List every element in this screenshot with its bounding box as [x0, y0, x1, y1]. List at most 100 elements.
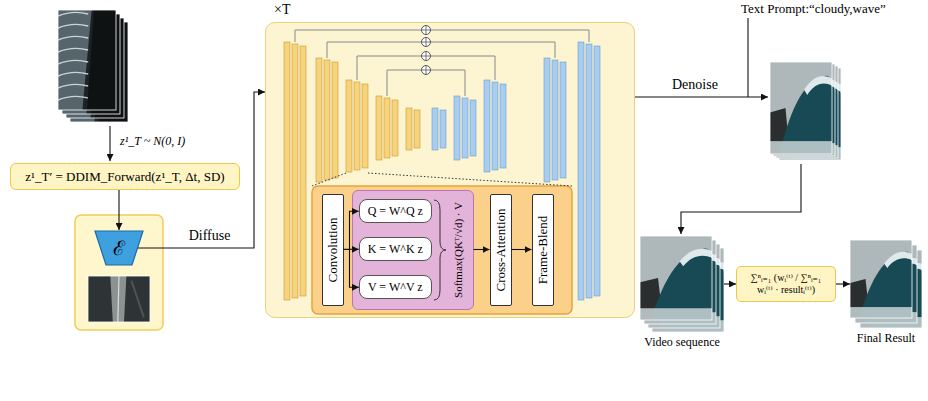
encoder-block: [414, 110, 420, 148]
connector-arrow: [138, 92, 265, 248]
layer-box: Cross-Attention: [490, 194, 512, 306]
connector-arrow: [836, 283, 850, 284]
step-label: Denoise: [672, 77, 718, 94]
node-text: Q = W^Q z: [368, 204, 423, 218]
node-text: V = W^V z: [368, 280, 423, 294]
frame-edge: [58, 10, 116, 110]
prompt-line: [747, 18, 748, 97]
video-frame: [58, 10, 116, 110]
encoder-trapezoid: ℰ: [94, 230, 144, 266]
encoder-block: [376, 96, 382, 160]
unet-panel: ×TConvolutionSoftmax(QKᵀ/√d) · VQ = W^Q …: [265, 22, 635, 318]
frame-edge: [770, 62, 832, 154]
encoder-block: [346, 80, 352, 172]
video-frame: [850, 240, 912, 318]
add-symbol: [422, 38, 431, 47]
rock: [87, 10, 116, 110]
wave-crest: [680, 249, 712, 267]
foam-streak: [58, 36, 88, 40]
projection-box: Q = W^Q z: [359, 199, 432, 223]
foam-streak: [58, 48, 88, 52]
encoder-block: [332, 62, 338, 178]
decoder-block: [560, 62, 566, 178]
foam-streak: [58, 72, 88, 76]
latent-line: [131, 281, 143, 318]
formula-label: z¹_T ~ N(0, I): [120, 134, 185, 148]
node-text: Convolution: [325, 217, 341, 282]
projection-box: V = W^V z: [359, 275, 432, 299]
denoised-frames: [770, 62, 841, 160]
decoder-block: [578, 42, 584, 300]
decoder-block: [594, 46, 600, 296]
foam-streak: [58, 12, 88, 16]
encoder-panel: [75, 215, 163, 330]
foam-streak: [58, 60, 88, 64]
sequence-arrow: [681, 164, 801, 234]
skip-connections: [295, 26, 589, 97]
encoder-block: [300, 46, 306, 296]
decoder-block: [484, 80, 490, 172]
water: [58, 10, 92, 110]
edge-label: Diffuse: [187, 228, 233, 245]
prompt-label: Text Prompt:“cloudy,wave”: [741, 1, 886, 17]
connector-arrow: [118, 190, 119, 230]
frame-ground: [58, 10, 116, 110]
projection-box: K = W^K z: [359, 237, 432, 261]
foam: [770, 141, 832, 154]
denoise-arrow: [635, 96, 768, 97]
decoder-block: [500, 84, 506, 168]
encoder-block: [316, 58, 322, 182]
add-symbol: [422, 52, 431, 61]
node-text: Cross-Attention: [493, 208, 509, 291]
encoder-block: [362, 84, 368, 168]
image-caption: Video sequence: [644, 335, 720, 349]
sky: [640, 236, 712, 320]
encoder-block: [292, 44, 298, 298]
node-text: z¹_T′ = DDIM_Forward(z¹_T, Δt, SD): [25, 169, 224, 185]
frame-edge: [850, 240, 912, 318]
connector-arrow: [474, 249, 490, 250]
node-text: Softmax(QKᵀ/√d) · V: [452, 202, 465, 298]
attention-box: Softmax(QKᵀ/√d) · V Q = W^Q z K = W^K z V =…: [352, 190, 474, 310]
zoom-line: [312, 173, 572, 186]
layer-box: Convolution: [322, 194, 344, 306]
video-frame: [640, 236, 712, 320]
foam: [640, 308, 712, 320]
formula-box: ∑ⁿᵢ₌₁ (wᵢ⁽ᵗ⁾ / ∑ⁿᵢ₌₁ wᵢ⁽ᵗ⁾ · resultᵢ⁽ᵗ⁾): [736, 266, 836, 302]
unet-panel-fill: [265, 22, 635, 318]
add-symbol: [422, 66, 431, 75]
frame-edge: [88, 276, 150, 322]
decoder-block: [492, 82, 498, 170]
attention-block-detail: [312, 186, 572, 314]
encoder-trapezoid-outline: [95, 231, 143, 265]
connector-arrow: [724, 283, 736, 284]
connectors: [119, 92, 850, 287]
frame-edge: [640, 236, 712, 320]
node-text: Frame-Blend: [535, 215, 551, 284]
decoder-block: [544, 58, 550, 182]
foam-streak: [58, 84, 88, 88]
decoder-block: [470, 100, 476, 156]
frame-ground: [88, 276, 150, 322]
decoder-block: [552, 60, 558, 180]
foam: [850, 307, 912, 318]
sky: [770, 62, 832, 154]
process-box: z¹_T′ = DDIM_Forward(z¹_T, Δt, SD): [10, 163, 240, 190]
result-image: Final Result: [850, 240, 922, 328]
decoder-block: [440, 110, 446, 148]
foam-streak: [58, 24, 88, 28]
latent-streak: [110, 276, 126, 322]
foam-streak: [58, 96, 88, 100]
node-text: K = W^K z: [368, 242, 423, 256]
decoder-block: [432, 108, 438, 150]
wave-crest: [804, 76, 832, 95]
encoder-block: [392, 100, 398, 156]
node-text: ℰ: [113, 236, 125, 260]
brace: [434, 200, 446, 300]
connector-arrow: [512, 249, 532, 250]
latent-line: [118, 276, 119, 322]
input-video: [58, 10, 128, 122]
layer-box: Frame-Blend: [532, 194, 554, 306]
sampling-arrow: [109, 126, 110, 161]
